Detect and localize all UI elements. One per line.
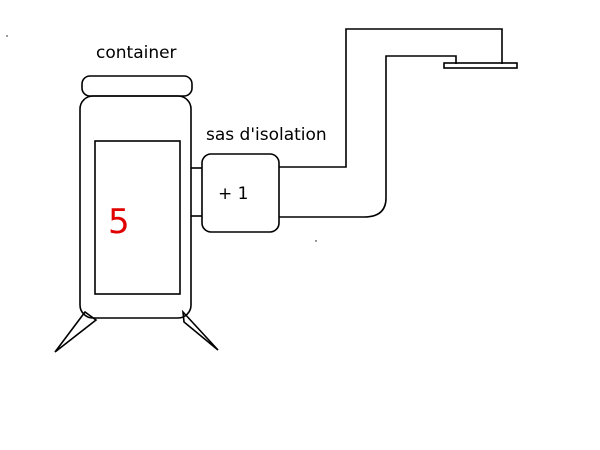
container-count: 5 [108,202,130,242]
container-lid [81,75,193,97]
stray-dot [315,240,317,242]
container-leg-right [181,309,219,351]
container-body [79,95,192,319]
container-leg-left [54,310,98,353]
container-label: container [96,43,177,63]
airlock-label: sas d'isolation [206,125,327,145]
outlet-plate [443,62,518,69]
stray-dot [6,35,8,37]
container-window [94,140,181,295]
pipe-outer [279,28,503,168]
airlock-box [201,153,280,233]
pipe-inner [279,55,457,218]
airlock-value: + 1 [218,184,248,204]
